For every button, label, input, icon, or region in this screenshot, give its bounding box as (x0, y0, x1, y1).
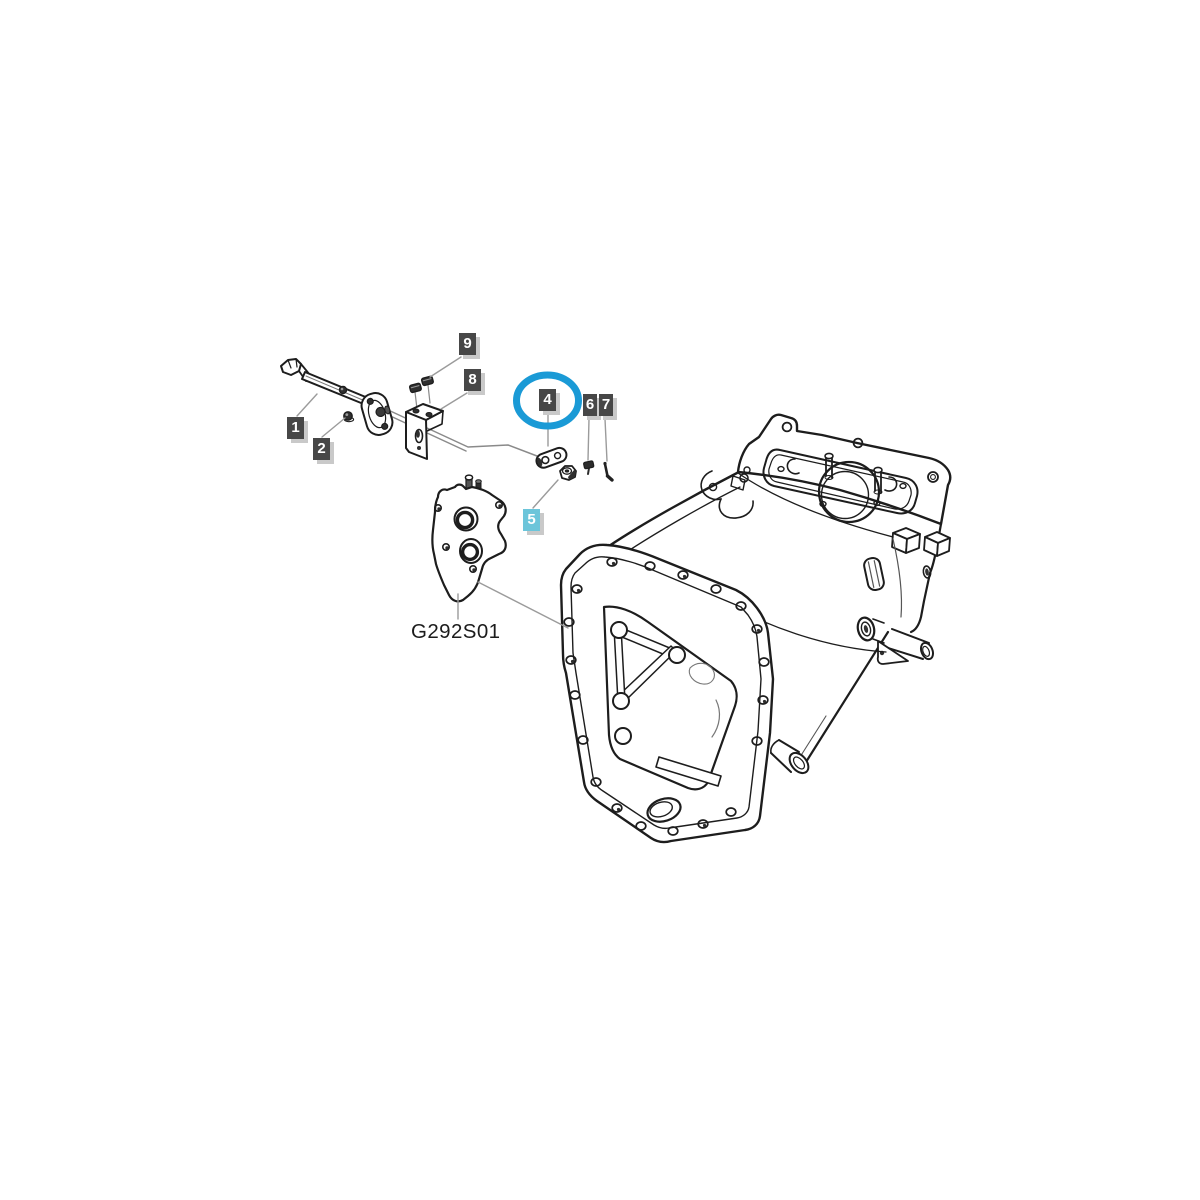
part-5-nut (559, 465, 577, 481)
highlight-circle (513, 371, 582, 430)
part-label-9[interactable]: 9 (459, 333, 476, 355)
subassembly-reference-code: G292S01 (411, 620, 501, 643)
part-6-screw (583, 460, 595, 475)
part-label-1[interactable]: 1 (287, 417, 304, 439)
part-label-4[interactable]: 4 (539, 389, 556, 411)
part-label-2[interactable]: 2 (313, 438, 330, 460)
part-9-bolts (408, 375, 434, 410)
part-label-7[interactable]: 7 (599, 394, 613, 416)
part-8-bracket (405, 403, 444, 460)
flange-bolt-holes (563, 557, 770, 836)
leader-lines (296, 356, 608, 629)
part-label-8[interactable]: 8 (464, 369, 481, 391)
transmission-housing (559, 413, 952, 844)
part-7-pin (603, 461, 614, 482)
part-2-bolt (343, 411, 355, 423)
part-label-6[interactable]: 6 (583, 394, 597, 416)
part-label-5[interactable]: 5 (523, 509, 540, 531)
subassembly-plate (431, 474, 507, 603)
part-1-shift-lever (280, 358, 394, 436)
part-4-plate (535, 446, 568, 469)
